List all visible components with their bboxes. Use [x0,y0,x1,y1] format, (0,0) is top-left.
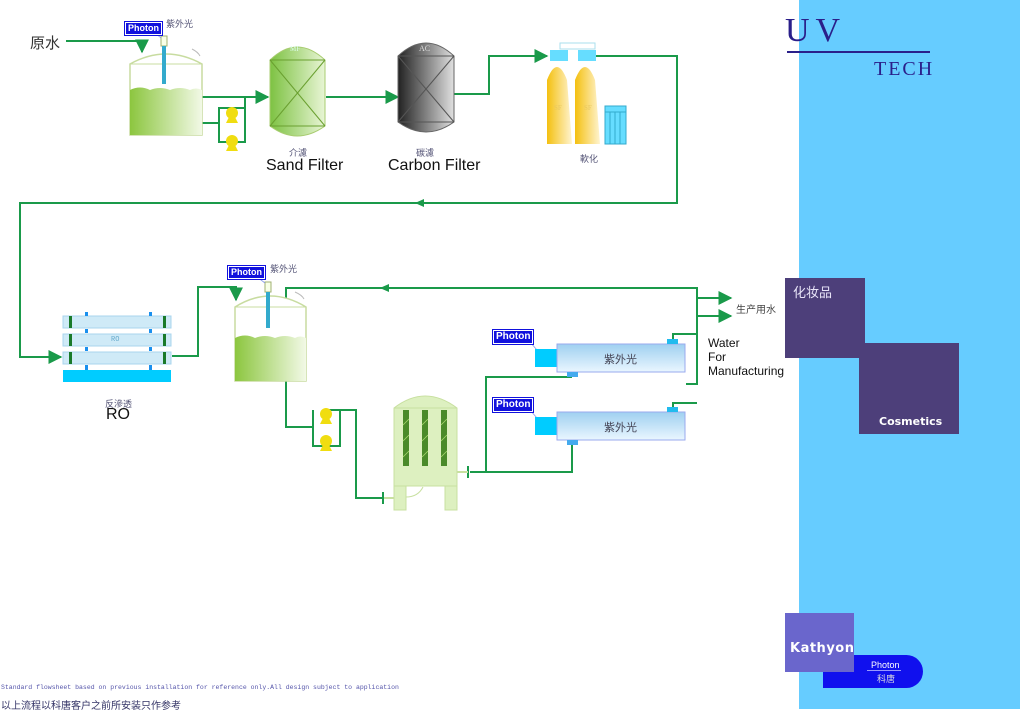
pipe-filter-to-uv [470,444,573,473]
kathyon-logo-box: Kathyon [785,613,854,672]
sand-filter-cn-label: 介濾 [289,149,308,159]
ro-tag: RO [111,336,120,344]
uv-sterilizer-2 [529,407,686,445]
logo-photon-text: Photon [871,660,900,670]
output-en-line-2: For [708,350,726,364]
softener-tag-2: SF [584,104,592,112]
raw-water-label: 原水 [30,34,61,52]
logo-divider [867,670,901,671]
ro-cn-label: 反滲透 [105,400,133,410]
pipe-return-loop [285,287,698,385]
uv-lamp-2 [264,281,272,293]
kathyon-logo-text: Kathyon [790,641,855,656]
sand-filter-label: Sand Filter [266,157,344,174]
softener-tag-1: SF [554,104,562,112]
pipe-uv-split [485,376,572,472]
carbon-filter-cn-label: 碳濾 [416,149,435,159]
pump-set-1 [226,107,238,151]
carbon-filter-tag: AC [419,44,431,53]
pipe-pump2-loop [312,409,341,447]
pipe-softener-out [19,55,678,364]
raw-water-tank [129,27,203,136]
pipes [19,39,733,499]
pump-set-2 [320,408,332,451]
output-cn-label: 生产用水 [736,305,776,316]
cosmetics-en-label: Cosmetics [879,415,943,428]
cosmetics-cn-label: 化妆品 [793,286,833,301]
tank1-uv-label: 紫外光 [166,20,194,30]
pipe-pump2-to-filter [340,409,382,499]
photon-tag-uv2: Photon [491,397,535,413]
output-en-line-3: Manufacturing [708,364,785,378]
ro-unit [62,312,172,382]
uv-unit-2-label: 紫外光 [604,421,637,434]
brand-uv: UV [785,12,847,49]
cosmetics-box-en: Cosmetics [859,343,959,434]
photon-tag-tank2: Photon [227,265,266,280]
uv-sterilizer-1 [529,339,686,377]
photon-tag-uv1: Photon [491,329,535,345]
return-arrows [380,199,424,292]
pipe-tank2-down [285,381,313,428]
output-en-label: Water For Manufacturing [708,336,784,378]
tank2-uv-label: 紫外光 [270,265,298,275]
pipe-raw-water-in [66,39,149,54]
pipe-pump1-loop [202,97,246,143]
ro-label: RO [106,406,130,423]
photon-tag-tank1: Photon [124,21,163,36]
pipe-carbon-to-softener [454,49,549,95]
output-en-line-1: Water [708,336,740,350]
footer-disclaimer-cn: 以上流程以科唐客户之前所安装只作参考 [1,701,181,712]
uv-unit-1-label: 紫外光 [604,353,637,366]
brand-tech: TECH [874,58,935,80]
arrow-return-top [380,284,389,292]
cosmetics-box-cn: 化妆品 [785,278,865,358]
softener [547,42,627,145]
pipe-pump1-branch [218,107,245,123]
sand-filter-vessel [269,46,326,137]
sand-filter-tag: MF [290,45,301,53]
pipe-ro-to-tank2 [172,286,243,357]
carbon-filter-vessel [397,42,455,133]
carbon-filter-label: Carbon Filter [388,157,481,174]
uv-lamp-1 [160,35,168,47]
ro-water-tank [234,273,307,382]
footer-disclaimer-en: Standard flowsheet based on previous ins… [1,684,399,691]
softener-cn-label: 軟化 [580,155,599,165]
logo-photon-cn-text: 科唐 [877,675,896,685]
cartridge-filter [384,395,468,511]
arrow-return-mid [415,199,424,207]
